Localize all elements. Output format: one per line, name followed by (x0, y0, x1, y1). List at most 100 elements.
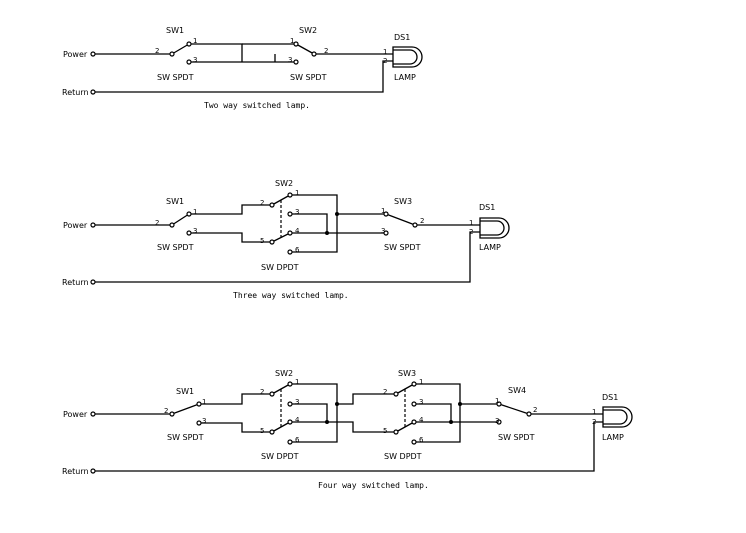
junction-dot (325, 420, 329, 424)
sw2-pin-label-3: 3 (295, 208, 299, 216)
sw2-pin-label-5: 5 (260, 237, 264, 245)
sw2-cross-inner (290, 403, 328, 423)
sw2-pin-label-6: 6 (295, 246, 300, 254)
sw2-pin-label-1: 1 (290, 37, 294, 45)
sw3-pin-1 (383, 211, 389, 217)
link-wire-bottom (199, 422, 272, 433)
power-terminal (90, 222, 96, 228)
sw3-pin-1 (411, 381, 417, 387)
sw3-pin-label-6: 6 (419, 436, 424, 444)
sw4-blade (498, 403, 530, 415)
lamp-type: LAMP (602, 433, 624, 442)
sw3-pin-6 (411, 439, 417, 445)
sw2-pin-common (311, 51, 317, 57)
return-wire (93, 231, 480, 283)
sw2-pin-3 (287, 401, 293, 407)
sw2-pin-label-5: 5 (260, 427, 264, 435)
sw1-pin-common (169, 222, 175, 228)
return-wire (93, 60, 393, 93)
junction-dot (458, 402, 462, 406)
link-wire-top (199, 393, 272, 405)
sw4-type: SW SPDT (498, 433, 535, 442)
return-label: Return (62, 88, 89, 97)
sw1-pin-1 (196, 401, 202, 407)
sw3-pin-2 (393, 391, 399, 397)
return-wire (93, 421, 603, 472)
lamp-ref: DS1 (479, 203, 495, 212)
sw4-pin-label-common: 2 (533, 406, 537, 414)
lamp-pin-2: 2 (383, 57, 387, 65)
sw3-type: SW DPDT (384, 452, 422, 461)
sw1-pin-label-1: 1 (193, 37, 197, 45)
sw3-pin-label-common: 2 (420, 217, 424, 225)
sw3-blade (385, 213, 416, 226)
sw1-pin-label-3: 3 (193, 227, 197, 235)
sw2-ref: SW2 (275, 179, 293, 188)
sw1-ref: SW1 (166, 26, 184, 35)
sw3-pin-label-3: 3 (419, 398, 423, 406)
sw2-pin-3 (293, 59, 299, 65)
lamp-type: LAMP (479, 243, 501, 252)
lamp-type: LAMP (394, 73, 416, 82)
circuit-two-way: Power Return SW1 SW SPDT 2 1 3 SW2 SW SP… (62, 26, 423, 110)
power-terminal (90, 51, 96, 57)
junction-dot (335, 402, 339, 406)
power-label: Power (63, 50, 88, 59)
sw3-pin-common (412, 222, 418, 228)
sw1-pin-1 (186, 41, 192, 47)
lamp-symbol (392, 46, 423, 68)
sw1-pin-label-common: 2 (155, 47, 159, 55)
circuit-four-way: Power Return SW1 SW SPDT 2 1 3 SW2 SW DP… (62, 369, 633, 490)
sw1-pin-1 (186, 211, 192, 217)
return-label: Return (62, 467, 89, 476)
return-terminal (90, 279, 96, 285)
sw2-type: SW DPDT (261, 263, 299, 272)
sw2-pin-4 (287, 230, 293, 236)
sw1-pin-label-common: 2 (155, 219, 159, 227)
lamp-symbol (602, 406, 633, 428)
sw2-ref: SW2 (299, 26, 317, 35)
lamp-ref: DS1 (602, 393, 618, 402)
sw1-pin-3 (186, 59, 192, 65)
sw2-pin-6 (287, 439, 293, 445)
link-wire-top (189, 204, 272, 215)
sw2-pin-5 (269, 429, 275, 435)
sw2-pin-5 (269, 239, 275, 245)
return-label: Return (62, 278, 89, 287)
sw3-ref: SW3 (394, 197, 412, 206)
sw2-pin-label-common: 2 (324, 47, 328, 55)
sw3-pin-3 (383, 230, 389, 236)
sw2-pin-label-2: 2 (260, 388, 264, 396)
sw3-pin-label-1: 1 (419, 378, 423, 386)
sw1-type: SW SPDT (167, 433, 204, 442)
circuit-three-way: Power Return SW1 SW SPDT 2 1 3 SW2 SW DP… (62, 179, 510, 300)
cross-wire-inner (290, 213, 328, 234)
lamp-pin-1: 1 (383, 48, 387, 56)
power-label: Power (63, 221, 88, 230)
sw2-to-sw3-bottom (327, 421, 396, 433)
lamp-filament (393, 49, 418, 65)
sw2-pin-label-1: 1 (295, 378, 299, 386)
sw4-pin-label-3: 3 (495, 417, 499, 425)
sw1-pin-label-1: 1 (193, 208, 197, 216)
sw2-type: SW SPDT (290, 73, 327, 82)
sw1-pin-label-1: 1 (202, 398, 206, 406)
caption: Four way switched lamp. (318, 481, 429, 490)
sw4-pin-common (526, 411, 532, 417)
sw2-to-sw3-top (337, 393, 396, 405)
sw2-pin-label-4: 4 (295, 416, 300, 424)
sw2-ref: SW2 (275, 369, 293, 378)
sw2-pin-1 (287, 381, 293, 387)
junction-dot (449, 420, 453, 424)
junction-dot (335, 212, 339, 216)
caption: Three way switched lamp. (233, 291, 349, 300)
sw2-pin-label-3: 3 (295, 398, 299, 406)
junction-dot (325, 231, 329, 235)
sw3-pin-label-5: 5 (383, 427, 387, 435)
lamp-filament (480, 220, 505, 236)
sw4-pin-1 (496, 401, 502, 407)
lamp-filament (603, 409, 628, 425)
sw1-pin-label-3: 3 (193, 56, 197, 64)
sw4-pin-label-1: 1 (495, 397, 499, 405)
